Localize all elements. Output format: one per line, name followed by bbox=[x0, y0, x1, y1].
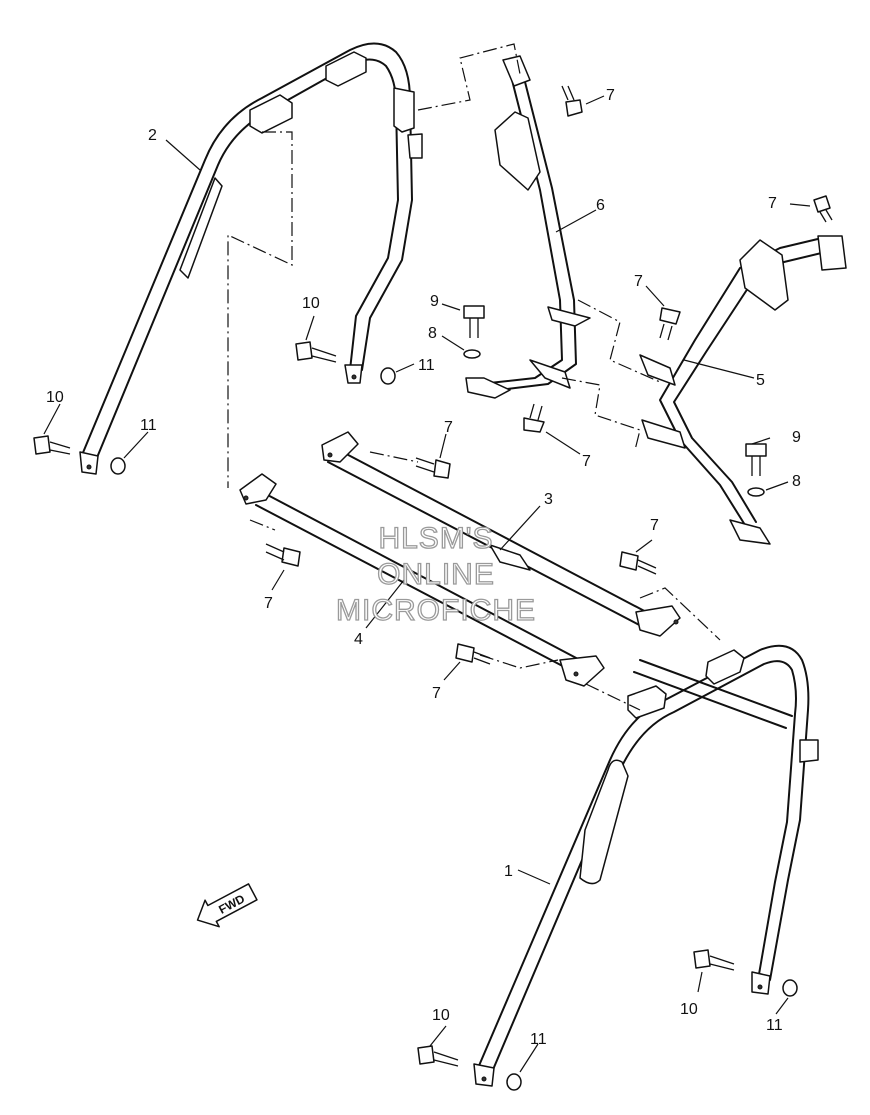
forward-arrow-icon: FWD bbox=[196, 883, 258, 928]
callout-7d: 7 bbox=[582, 453, 591, 470]
watermark-line-2: ONLINE bbox=[377, 558, 495, 591]
callout-7b: 7 bbox=[768, 195, 777, 212]
part-1-front-bar bbox=[473, 644, 819, 1087]
bolt-7e-icon bbox=[415, 457, 451, 479]
nut-11b-icon bbox=[110, 457, 126, 475]
callout-3: 3 bbox=[544, 491, 553, 508]
callout-11b: 11 bbox=[140, 417, 157, 434]
callout-10c: 10 bbox=[680, 1001, 698, 1018]
part-4-cross-tube bbox=[239, 473, 605, 687]
watermark: HLSM'S ONLINE MICROFICHE bbox=[335, 521, 536, 627]
bolt-7a-icon bbox=[561, 85, 583, 117]
bolt-10a-icon bbox=[295, 341, 337, 363]
bolt-7g-icon bbox=[619, 551, 657, 575]
bolt-7b-icon bbox=[813, 195, 833, 223]
callout-8b: 8 bbox=[792, 473, 801, 490]
part-5-side-brace bbox=[639, 235, 847, 545]
watermark-line-1: HLSM'S bbox=[378, 522, 493, 555]
callout-11d: 11 bbox=[530, 1031, 547, 1048]
washer-8a-icon bbox=[463, 349, 481, 359]
nut-11d-icon bbox=[506, 1073, 522, 1091]
part-2-rear-bar bbox=[79, 42, 423, 475]
callout-4: 4 bbox=[354, 631, 363, 648]
callout-7c: 7 bbox=[634, 273, 643, 290]
callout-10b: 10 bbox=[46, 389, 64, 406]
leader-lines bbox=[43, 95, 811, 1073]
callout-11a: 11 bbox=[418, 357, 435, 374]
callout-8a: 8 bbox=[428, 325, 437, 342]
callout-numbers: 2 6 5 3 4 1 7 7 7 7 7 7 7 7 9 9 8 8 10 1… bbox=[46, 87, 801, 1048]
callout-11c: 11 bbox=[766, 1017, 783, 1034]
callout-1: 1 bbox=[504, 863, 513, 880]
callout-7h: 7 bbox=[432, 685, 441, 702]
callout-9a: 9 bbox=[430, 293, 439, 310]
callout-7e: 7 bbox=[444, 419, 453, 436]
assembly-lines bbox=[227, 43, 721, 711]
fastener-bolts bbox=[33, 85, 833, 1091]
callout-5: 5 bbox=[756, 372, 765, 389]
bolt-9b-icon bbox=[745, 443, 767, 476]
callout-9b: 9 bbox=[792, 429, 801, 446]
callout-10a: 10 bbox=[302, 295, 320, 312]
callout-2: 2 bbox=[148, 127, 157, 144]
part-6-upper-brace bbox=[465, 55, 591, 399]
bolt-10d-icon bbox=[417, 1045, 459, 1067]
callout-10d: 10 bbox=[432, 1007, 450, 1024]
watermark-line-3: MICROFICHE bbox=[336, 594, 536, 627]
bolt-10b-icon bbox=[33, 435, 71, 455]
bolt-9a-icon bbox=[463, 305, 485, 338]
part-3-cross-tube bbox=[321, 431, 681, 637]
callout-7g: 7 bbox=[650, 517, 659, 534]
callout-7a: 7 bbox=[606, 87, 615, 104]
callout-6: 6 bbox=[596, 197, 605, 214]
nut-11a-icon bbox=[380, 367, 396, 385]
nut-11c-icon bbox=[782, 979, 798, 997]
bolt-7c-icon bbox=[659, 307, 681, 341]
callout-7f: 7 bbox=[264, 595, 273, 612]
bolt-7d-icon bbox=[523, 403, 545, 433]
bolt-10c-icon bbox=[693, 949, 735, 971]
washer-8b-icon bbox=[747, 487, 765, 497]
bolt-7h-icon bbox=[455, 643, 491, 665]
bolt-7f-icon bbox=[265, 543, 301, 567]
